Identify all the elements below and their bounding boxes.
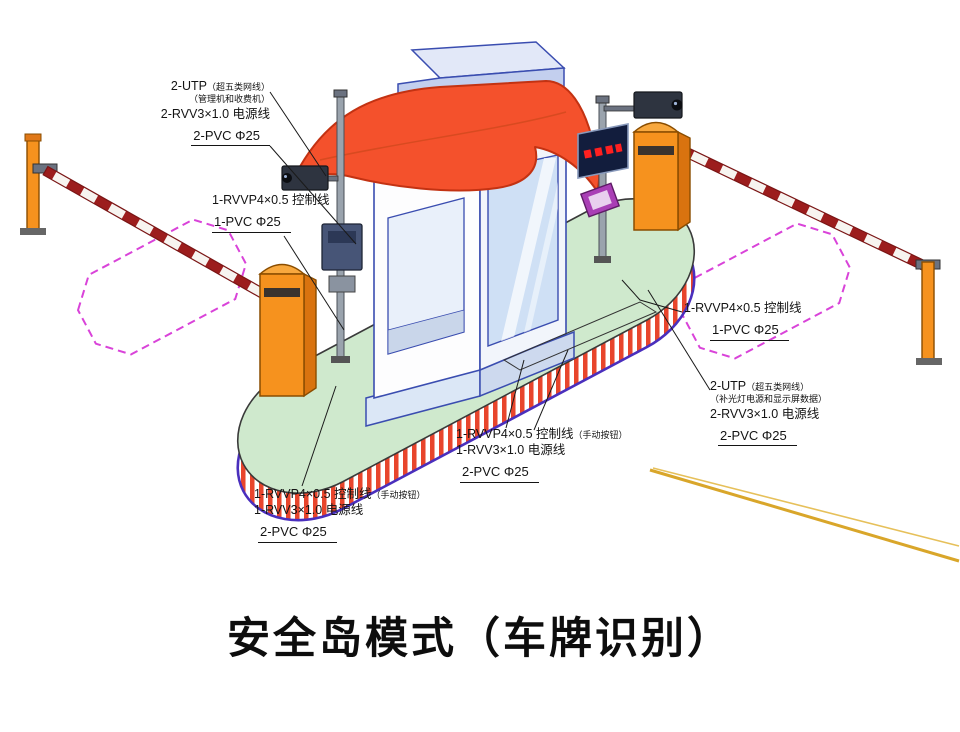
annotation-line: 2-RVV3×1.0 电源线 <box>710 406 820 421</box>
vehicle-zone-right <box>680 222 852 360</box>
ground-loop <box>502 301 658 371</box>
barrier-gate-left <box>20 133 317 398</box>
annotation-exit-network: 2-UTP（超五类网线） （补光灯电源和显示屏数据） 2-RVV3×1.0 电源… <box>710 378 828 447</box>
arm-end-pole-base <box>20 228 46 235</box>
control-box-panel <box>328 231 356 243</box>
annotation-line: 2-PVC Φ25 <box>710 422 827 447</box>
arm-end-pole-base <box>916 358 942 365</box>
annotation-line: 1-RVVP4×0.5 控制线（手动按钮） <box>254 487 426 501</box>
annotation-line: 1-RVV3×1.0 电源线 <box>456 443 566 457</box>
arm-end-pole-cap <box>24 133 42 142</box>
entry-camera-pole <box>281 89 363 363</box>
annotation-line: （管理机和收费机） <box>188 94 270 104</box>
vehicle-zone-left <box>76 218 248 356</box>
pole-base <box>331 356 350 363</box>
leader-utp-exit <box>647 289 711 391</box>
pole-cap <box>595 95 610 104</box>
leader-manual-b <box>533 349 569 431</box>
annotation-entry-control: 1-RVVP4×0.5 控制线 1-PVC Φ25 <box>212 192 330 233</box>
annotation-loop-control: 1-RVVP4×0.5 控制线 1-PVC Φ25 <box>684 300 802 341</box>
barrier-cabinet-left <box>258 263 317 398</box>
pole-base <box>594 256 611 263</box>
annotation-entry-network: 2-UTP（超五类网线） （管理机和收费机） 2-RVV3×1.0 电源线 2-… <box>148 78 270 147</box>
exit-camera-pole <box>577 91 683 263</box>
annotation-line: 1-PVC Φ25 <box>212 208 330 233</box>
lpr-camera-right-icon <box>633 91 683 119</box>
guard-booth <box>291 41 601 427</box>
led-display-icon <box>577 123 629 179</box>
diagram-title: 安全岛模式（车牌识别） <box>227 615 733 663</box>
booth-window-left <box>387 197 465 355</box>
annotation-exit-manual: 1-RVVP4×0.5 控制线（手动按钮） 1-RVV3×1.0 电源线 2-P… <box>456 426 628 483</box>
cabinet-indicator-slot <box>264 288 300 297</box>
leader-manual-left <box>301 385 337 487</box>
road-lane-line <box>649 467 960 563</box>
annotation-entry-manual: 1-RVVP4×0.5 控制线（手动按钮） 1-RVV3×1.0 电源线 2-P… <box>254 486 426 543</box>
arm-end-pole <box>26 139 40 231</box>
lpr-camera-left-icon <box>281 165 329 191</box>
leader-camera-entry <box>269 91 327 177</box>
junction-box <box>328 275 356 293</box>
pole-cap <box>333 89 348 98</box>
annotation-line: 2-PVC Φ25 <box>148 122 270 147</box>
annotation-line: 1-PVC Φ25 <box>684 316 802 341</box>
annotation-line: 1-RVVP4×0.5 控制线（手动按钮） <box>456 427 628 441</box>
annotation-line: 1-RVVP4×0.5 控制线 <box>684 301 802 315</box>
barrier-arm-right <box>675 143 932 273</box>
leader-lines <box>269 91 711 487</box>
annotation-line: 2-UTP（超五类网线） <box>170 79 270 93</box>
leader-control-entry <box>283 235 345 331</box>
fill-light-icon <box>579 182 621 218</box>
arm-end-pole <box>921 261 935 361</box>
leader-loop-right <box>621 279 683 313</box>
annotation-line: 1-RVV3×1.0 电源线 <box>254 503 364 517</box>
barrier-gate-right <box>632 121 942 365</box>
annotation-line: 2-UTP（超五类网线） <box>710 379 810 393</box>
pole <box>598 101 607 259</box>
annotation-line: 2-PVC Φ25 <box>456 458 628 483</box>
leader-utp-entry <box>269 145 357 245</box>
leader-manual-a <box>505 359 525 429</box>
annotation-line: 1-RVVP4×0.5 控制线 <box>212 193 330 207</box>
annotation-line: （补光灯电源和显示屏数据） <box>710 394 828 404</box>
booth-window-right <box>487 154 559 348</box>
cabinet-indicator-slot <box>638 146 674 155</box>
annotation-line: 2-RVV3×1.0 电源线 <box>160 106 270 121</box>
annotation-line: 2-PVC Φ25 <box>254 518 426 543</box>
barrier-cabinet-right <box>632 121 691 232</box>
